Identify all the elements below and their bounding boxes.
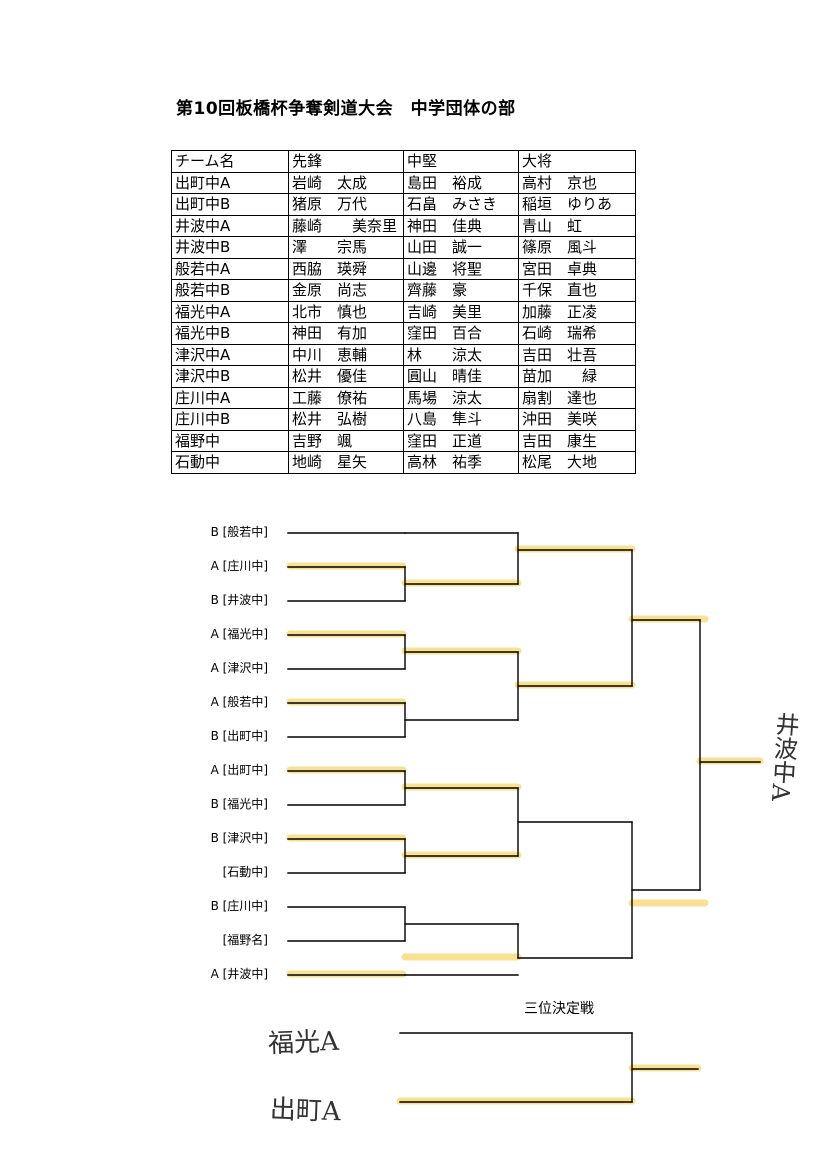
bracket-entry-label: B [福光中] <box>210 797 268 811</box>
bracket-entry-label: B [庄川中] <box>210 899 268 913</box>
member-cell: 猪原 万代 <box>288 193 404 216</box>
member-cell: 松井 弘樹 <box>288 408 404 431</box>
bracket-entry-label: B [井波中] <box>210 593 268 607</box>
team-name-cell: 般若中A <box>171 257 289 280</box>
bracket-entry-label: B [般若中] <box>210 525 268 539</box>
roster-header-row: チーム名先鋒中堅大将 <box>171 150 636 173</box>
member-cell: 工藤 僚祐 <box>288 386 404 409</box>
member-cell: 神田 佳典 <box>403 214 519 237</box>
member-cell: 松尾 大地 <box>518 451 636 474</box>
team-name-cell: 石動中 <box>171 451 289 474</box>
member-cell: 苗加 緑 <box>518 365 636 388</box>
team-name-cell: 庄川中B <box>171 408 289 431</box>
member-cell: 石畠 みさき <box>403 193 519 216</box>
handwritten-third-place-b: 出町A <box>269 1094 342 1128</box>
handwritten-winner-note: 井波中A <box>765 711 801 803</box>
bracket-entry-label: A [福光中] <box>210 627 268 641</box>
bracket-entry-label: A [津沢中] <box>210 661 268 675</box>
bracket-entry-label: B [津沢中] <box>210 831 268 845</box>
bracket-entry-label: [福野名] <box>222 933 268 947</box>
member-cell: 松井 優佳 <box>288 365 404 388</box>
bracket-entry-label: B [出町中] <box>210 729 268 743</box>
member-cell: 窪田 正道 <box>403 429 519 452</box>
roster-header-cell: 先鋒 <box>288 150 404 173</box>
member-cell: 吉田 康生 <box>518 429 636 452</box>
member-cell: 地崎 星矢 <box>288 451 404 474</box>
bracket-entry-label: A [出町中] <box>210 763 268 777</box>
team-name-cell: 福光中B <box>171 322 289 345</box>
tournament-title: 第10回板橋杯争奪剣道大会 中学団体の部 <box>176 99 516 119</box>
third-place-title: 三位決定戦 <box>524 1001 594 1017</box>
member-cell: 圓山 晴佳 <box>403 365 519 388</box>
member-cell: 山邊 将聖 <box>403 257 519 280</box>
member-cell: 山田 誠一 <box>403 236 519 259</box>
member-cell: 石崎 瑞希 <box>518 322 636 345</box>
bracket-entry-label: A [井波中] <box>210 967 268 981</box>
roster-row: 石動中地崎 星矢高林 祐季松尾 大地 <box>171 451 636 474</box>
member-cell: 高村 京也 <box>518 171 636 194</box>
member-cell: 岩崎 太成 <box>288 171 404 194</box>
team-name-cell: 出町中B <box>171 193 289 216</box>
bracket-entry-label: A [庄川中] <box>210 559 268 573</box>
handwritten-third-place-a: 福光A <box>267 1026 340 1060</box>
member-cell: 篠原 風斗 <box>518 236 636 259</box>
bracket-entry-label: A [般若中] <box>210 695 268 709</box>
team-name-cell: 津沢中B <box>171 365 289 388</box>
member-cell: 宮田 卓典 <box>518 257 636 280</box>
member-cell: 窪田 百合 <box>403 322 519 345</box>
roster-row: 福野中吉野 颯窪田 正道吉田 康生 <box>171 429 636 452</box>
member-cell: 千保 直也 <box>518 279 636 302</box>
bracket-entry-label: [石動中] <box>222 865 268 879</box>
